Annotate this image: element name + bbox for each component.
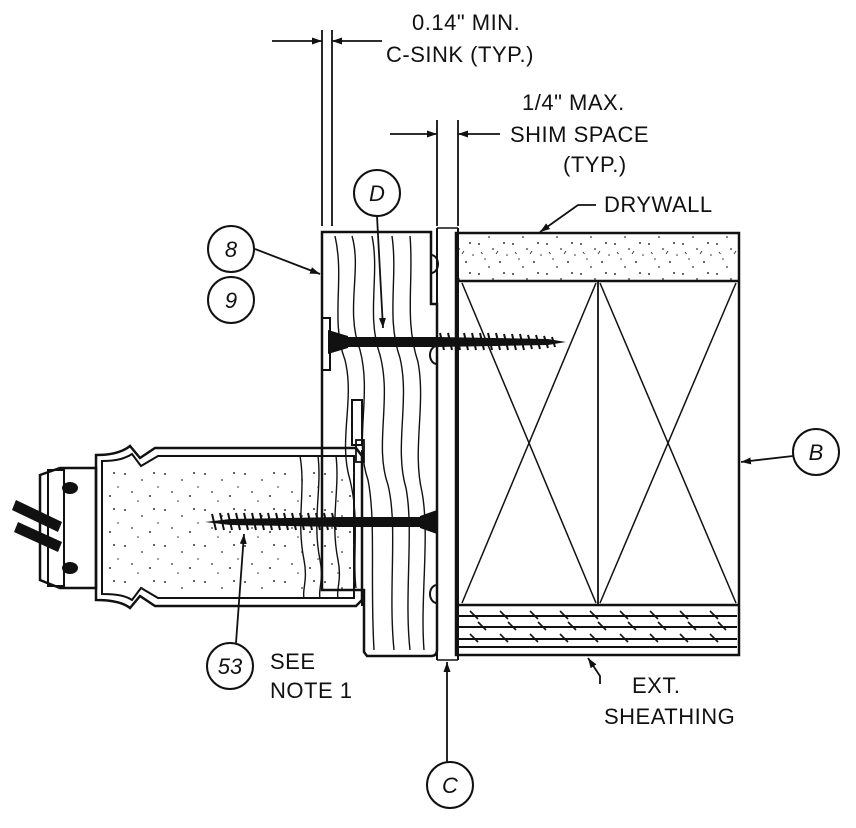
bubble-d-text: D (369, 181, 385, 206)
door-lever (12, 466, 98, 590)
bubble-53-leader (235, 533, 247, 644)
door-leaf (94, 439, 365, 610)
shim-dim-text: 1/4" MAX. (522, 90, 625, 115)
bubble-d-leader (376, 215, 386, 329)
drywall-label: DRYWALL (604, 192, 713, 217)
frame-screw-top (328, 330, 566, 354)
csink-dimension (272, 30, 382, 226)
bubble-b (792, 428, 840, 476)
bubble-c-text: C (442, 773, 458, 798)
ext-label-2: SHEATHING (604, 704, 735, 729)
bubble-53 (206, 642, 254, 690)
frame-jamb (320, 230, 439, 658)
bubble-8-text: 8 (225, 237, 238, 262)
bubble-8-leader (254, 248, 321, 275)
csink-dim-text: 0.14" MIN. (412, 10, 520, 35)
wall-outline (454, 231, 741, 657)
bubble-9-text: 9 (225, 288, 237, 313)
bubble-b-leader (740, 455, 794, 465)
bubble-53-text: 53 (218, 654, 243, 679)
bubble-8 (207, 225, 255, 273)
see-label: SEE (270, 649, 316, 674)
drywall-leader (539, 204, 596, 233)
shim-dimension (390, 120, 500, 226)
shim-label-text: SHIM SPACE (510, 122, 649, 147)
shim-typ-text: (TYP.) (563, 152, 627, 177)
drywall-layer (458, 235, 737, 280)
wall-framing (454, 231, 741, 657)
ext-label-1: EXT. (632, 673, 680, 698)
door-screw (205, 510, 437, 534)
note-label: NOTE 1 (270, 678, 352, 703)
bubble-9 (207, 276, 255, 324)
sheathing-layer (458, 610, 737, 648)
csink-label-text: C-SINK (TYP.) (386, 42, 534, 67)
bubble-c (426, 761, 474, 809)
bubble-b-text: B (809, 440, 824, 465)
sheathing-leader (587, 657, 601, 684)
